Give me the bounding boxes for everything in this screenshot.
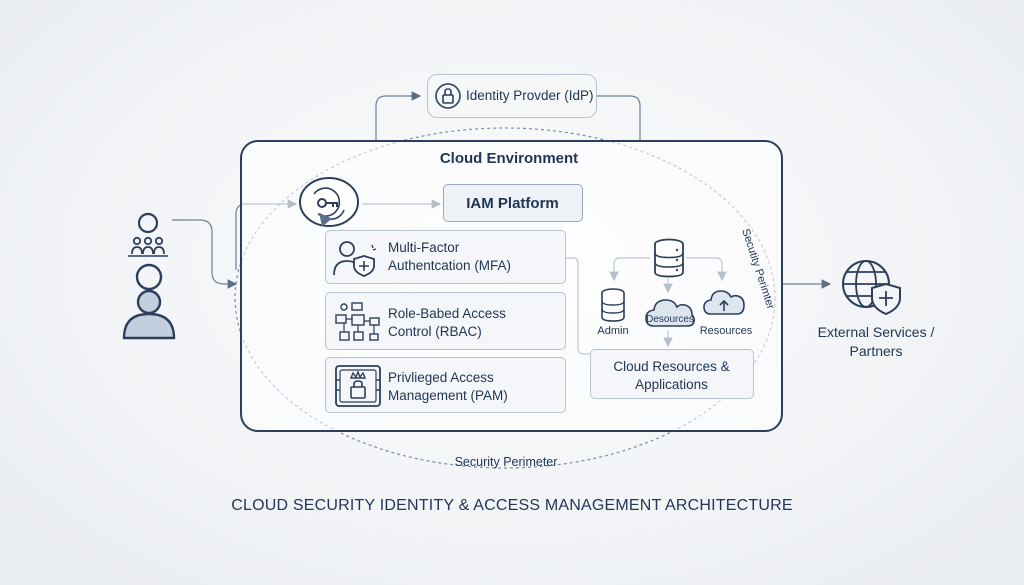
cloud-resources-label-line1: Cloud Resources & xyxy=(613,359,730,374)
iam-platform-label: IAM Platform xyxy=(466,195,559,212)
users-to-cloud-line xyxy=(172,219,238,289)
user-shield-icon xyxy=(333,241,377,277)
mfa-box[interactable]: Multi-Factor Authentcation (MFA) xyxy=(325,230,566,284)
pam-label-line1: Privlieged Access xyxy=(388,370,494,385)
rbac-label-line2: Control (RBAC) xyxy=(388,324,482,339)
cloud-icon xyxy=(645,299,696,327)
external-services-label-line2: Partners xyxy=(849,343,903,359)
rbac-label-line1: Role-Babed Access xyxy=(388,306,506,321)
cloud-resources-box[interactable]: Cloud Resources & Applications xyxy=(590,349,754,399)
idp-to-cloud-line xyxy=(597,95,641,140)
lock-icon xyxy=(435,83,461,109)
user-icon xyxy=(122,263,176,340)
mfa-label-line2: Authentcation (MFA) xyxy=(388,258,512,273)
admin-label: Admin xyxy=(597,325,629,337)
mfa-label-line1: Multi-Factor xyxy=(388,240,460,255)
user-group-icon xyxy=(128,212,168,257)
hierarchy-icon xyxy=(335,302,380,341)
rbac-box[interactable]: Role-Babed Access Control (RBAC) xyxy=(325,292,566,350)
admin-database-icon xyxy=(601,288,625,322)
globe-shield-icon xyxy=(842,260,901,316)
security-perimeter-label: Security Perimeter xyxy=(454,455,558,469)
cloud-resources-label-line2: Applications xyxy=(635,377,708,392)
crown-lock-icon xyxy=(335,365,381,407)
cloud-environment-title: Cloud Environment xyxy=(439,150,579,167)
database-icon xyxy=(654,238,684,278)
external-services-label-line1: External Services / xyxy=(817,324,935,340)
identity-provider-box[interactable]: Identity Provder (IdP) xyxy=(427,74,597,118)
desources-label: Desources xyxy=(646,314,694,325)
iam-platform-box[interactable]: IAM Platform xyxy=(443,184,583,222)
diagram-footer-title: CLOUD SECURITY IDENTITY & ACCESS MANAGEM… xyxy=(231,497,793,514)
key-icon xyxy=(299,177,359,227)
pam-box[interactable]: Privlieged Access Management (PAM) xyxy=(325,357,566,413)
cloud-to-idp-line xyxy=(375,91,422,140)
cloud-upload-icon xyxy=(703,290,745,315)
identity-provider-label: Identity Provder (IdP) xyxy=(466,88,594,103)
resources-label: Resources xyxy=(699,325,753,337)
pam-label-line2: Management (PAM) xyxy=(388,388,508,403)
